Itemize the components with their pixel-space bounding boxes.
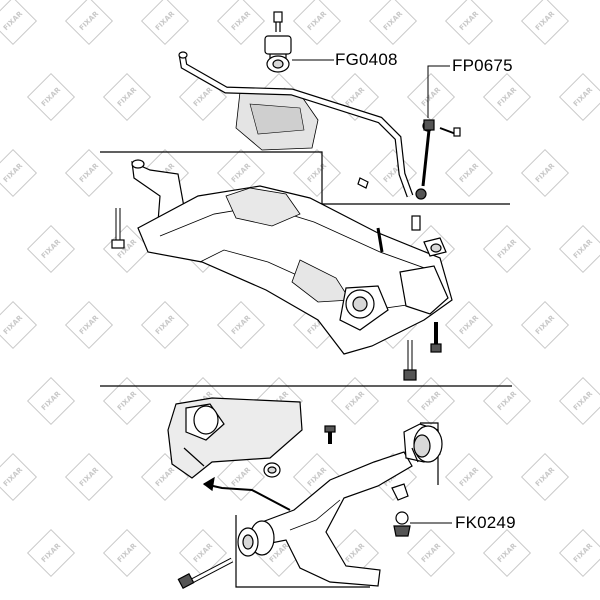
left-mounting-bolt: [111, 208, 125, 249]
assembly-arrow: [203, 483, 291, 511]
stabilizer-bar-assembly: [178, 11, 461, 200]
callout-leaders: [292, 59, 452, 524]
lower-mounting-bolts: [403, 322, 442, 381]
front-arm-bolt: [177, 557, 234, 590]
callout-fg0408-label: FG0408: [335, 50, 398, 69]
stabilizer-bushing-part: [264, 11, 292, 73]
callout-fp0675-label: FP0675: [452, 56, 513, 75]
divider-bottom-bracket: [235, 422, 439, 588]
ball-joint-part: [391, 483, 411, 537]
callout-fk0249-label: FK0249: [455, 513, 516, 532]
divider-top: [100, 151, 510, 205]
subframe-assembly: [111, 159, 453, 381]
control-arm-body: [261, 451, 413, 587]
rear-arm-bushing: [403, 423, 443, 463]
leader-fp0675: [427, 65, 450, 118]
section-divider-lines: [100, 151, 512, 588]
stabilizer-link-part: [357, 119, 461, 200]
lower-control-arm-assembly: [167, 397, 443, 590]
